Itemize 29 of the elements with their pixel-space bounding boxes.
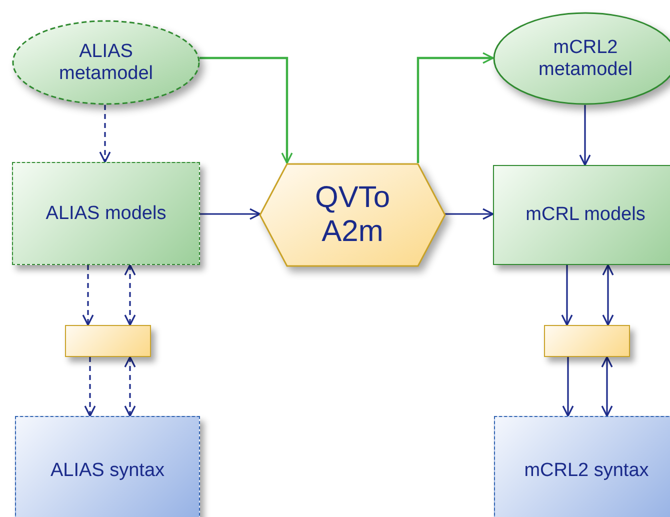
arrow [124, 356, 136, 417]
node-label: mCRL2 metamodel [538, 36, 634, 80]
process-box [493, 165, 670, 265]
arrow [601, 356, 613, 417]
arrow [579, 105, 591, 166]
process-box [544, 325, 630, 357]
arrow [99, 105, 111, 163]
node-label: ALIAS metamodel [58, 40, 154, 84]
metamodel-ellipse [12, 20, 200, 105]
node-label: ALIAS syntax [49, 460, 166, 482]
process-box [15, 416, 200, 517]
arrow [562, 357, 574, 417]
arrow [602, 264, 614, 326]
arrow [199, 56, 293, 164]
arrow [82, 265, 94, 326]
node-label: mCRL models [524, 204, 646, 226]
arrow [84, 357, 96, 417]
node-label: ALIAS models [44, 202, 168, 224]
arrow [200, 208, 261, 220]
node-label: QVTo A2m [314, 180, 392, 250]
arrow [416, 52, 494, 163]
arrow [445, 208, 494, 220]
arrow [124, 264, 136, 326]
process-box [12, 162, 200, 265]
arrow [561, 265, 573, 326]
transformation-hexagon [260, 163, 445, 267]
process-box [65, 325, 151, 357]
node-label: mCRL2 syntax [523, 460, 650, 482]
process-box [494, 416, 670, 517]
